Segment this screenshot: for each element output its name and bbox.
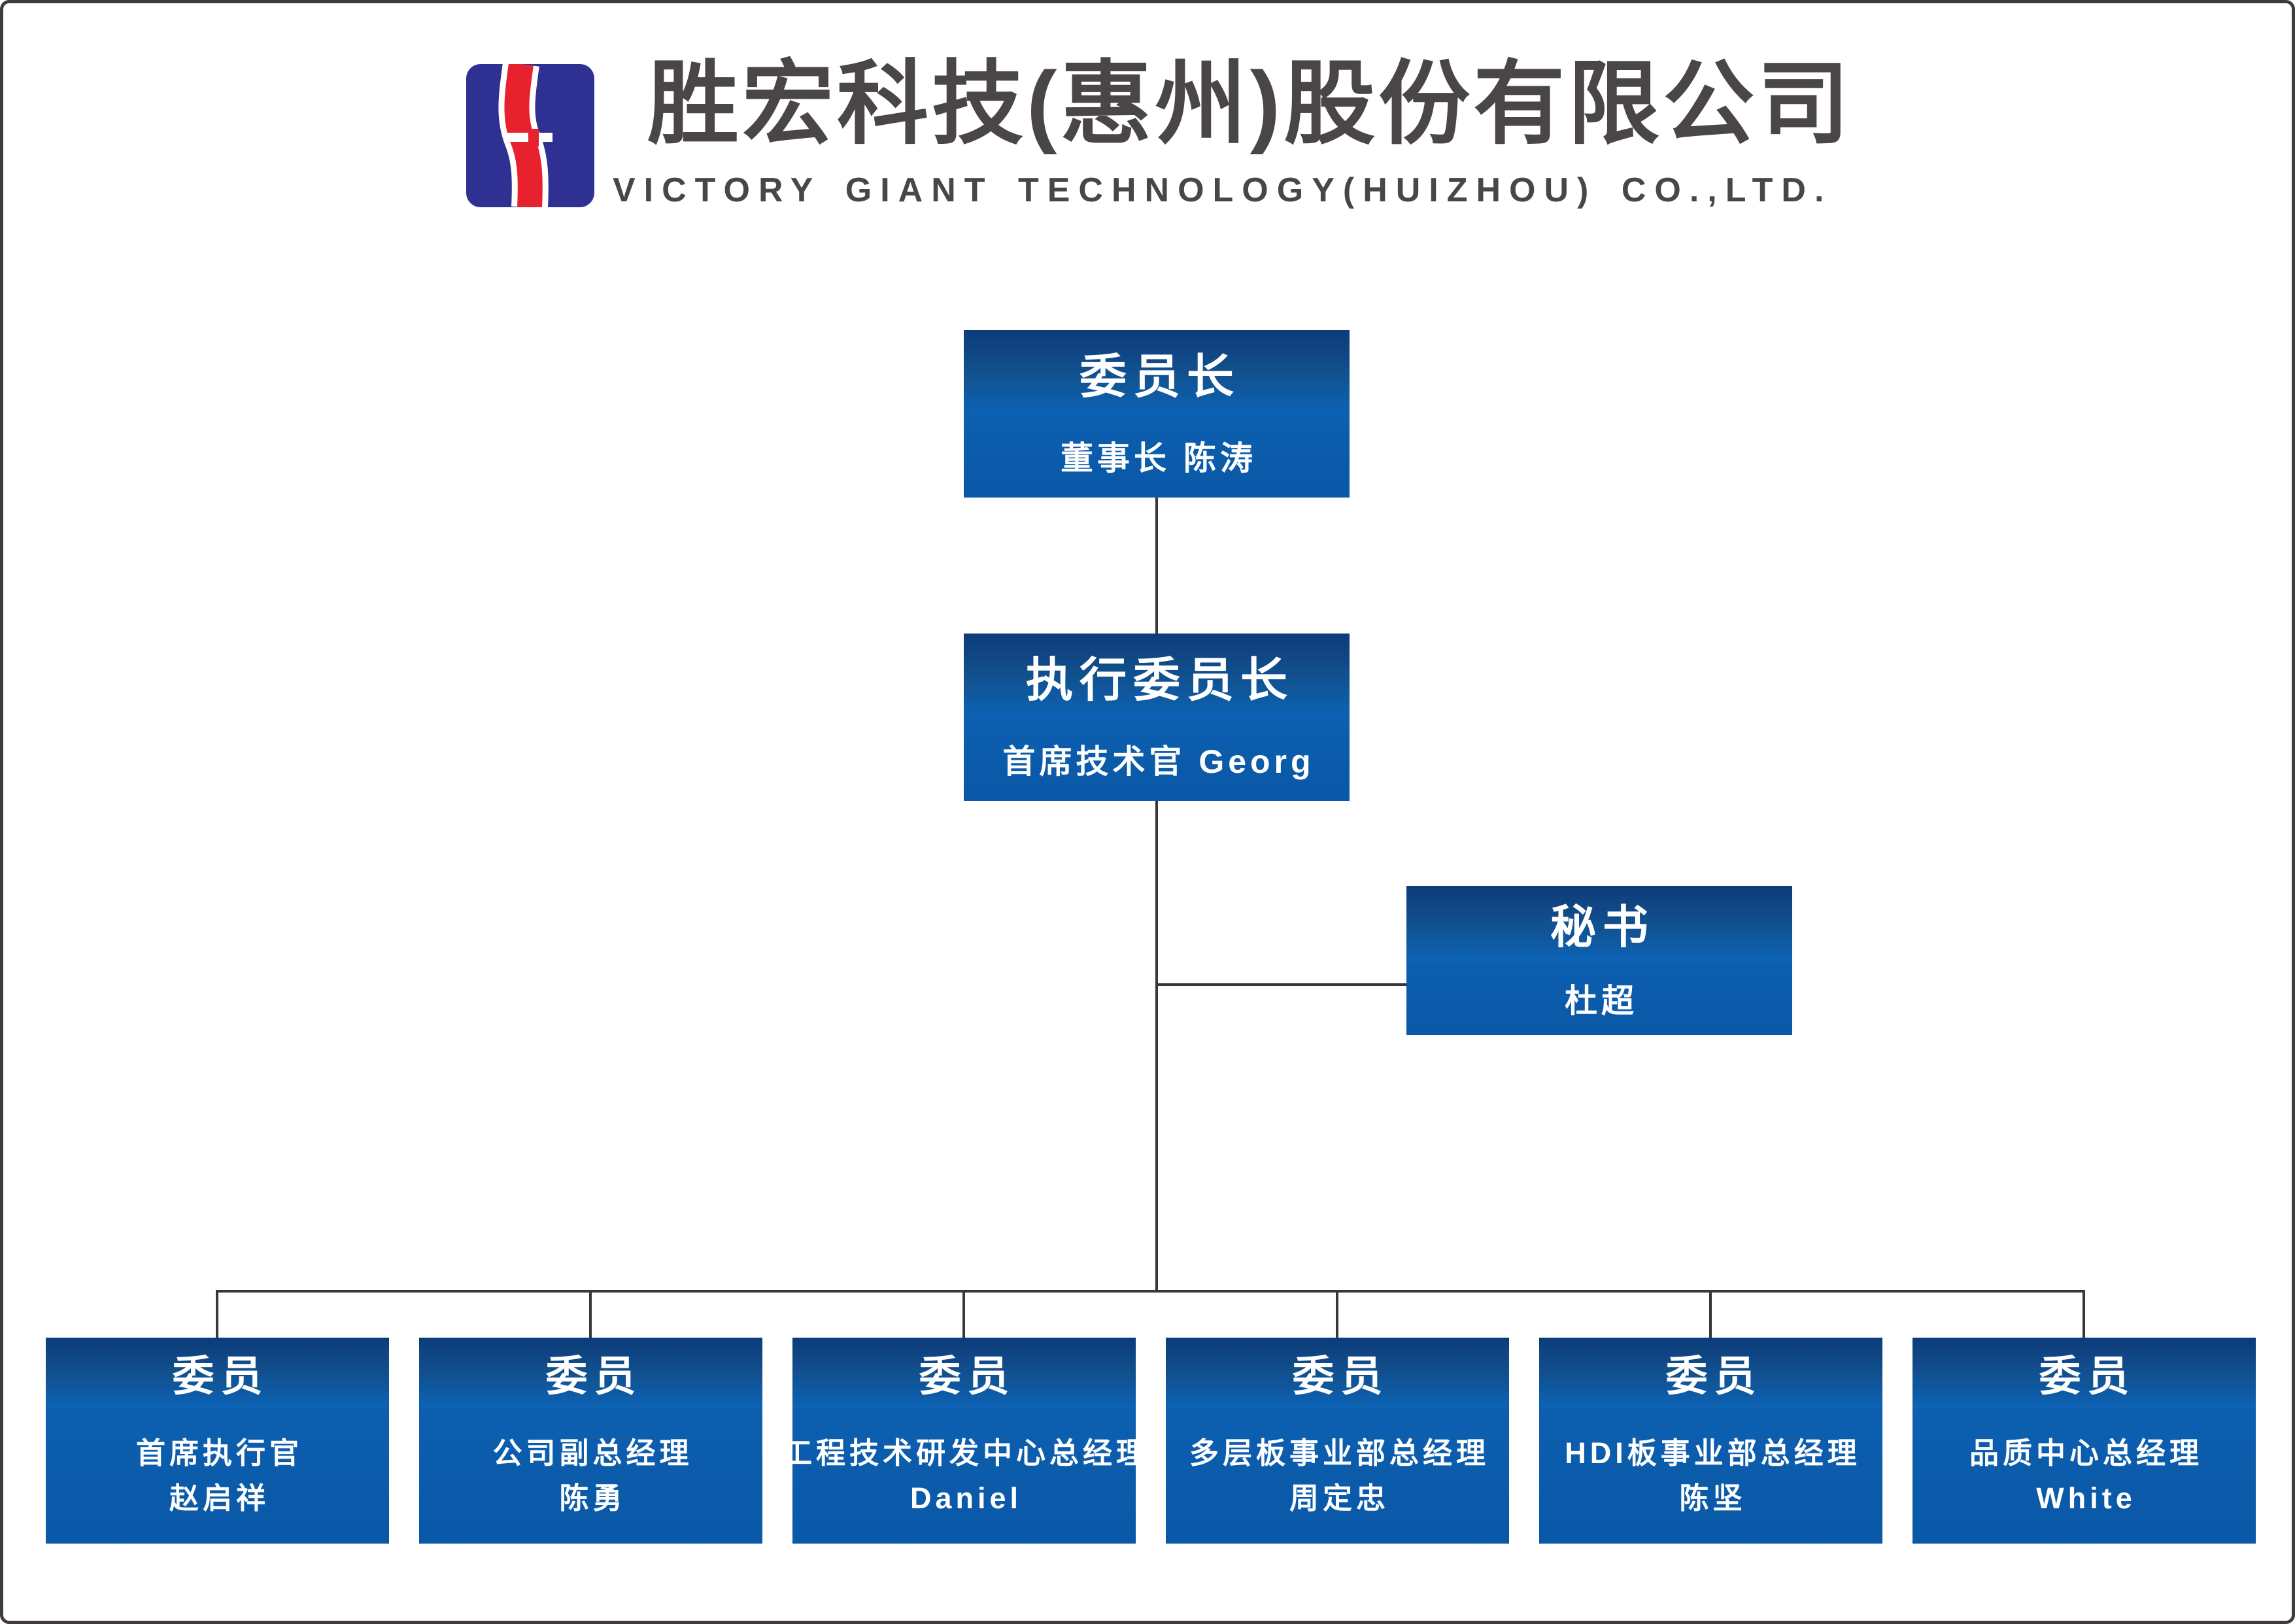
member-body: 工程技术研发中心总经理 Daniel xyxy=(783,1408,1146,1544)
member-role: 工程技术研发中心总经理 xyxy=(783,1436,1150,1470)
member-person: White xyxy=(2036,1481,2136,1515)
member-person: 周定忠 xyxy=(1289,1481,1389,1515)
connector-branch-to-secretary xyxy=(1157,983,1406,986)
member-body: 品质中心总经理 White xyxy=(1912,1408,2256,1544)
member-person: 赵启祥 xyxy=(169,1481,269,1515)
secretary-title: 秘书 xyxy=(1406,886,1792,961)
company-name-en: VICTORY GIANT TECHNOLOGY(HUIZHOU) CO.,LT… xyxy=(613,171,1833,209)
node-member-rnd-center-gm: 委员 工程技术研发中心总经理 Daniel xyxy=(783,1338,1146,1544)
member-title: 委员 xyxy=(46,1338,389,1408)
secretary-subtitle: 杜超 xyxy=(1406,961,1792,1035)
node-member-quality-gm: 委员 品质中心总经理 White xyxy=(1912,1338,2256,1544)
connector-drop-member-5 xyxy=(1709,1291,1712,1338)
node-member-hdi-gm: 委员 HDI板事业部总经理 陈坚 xyxy=(1539,1338,1882,1544)
executive-chairman-title: 执行委员长 xyxy=(964,634,1350,717)
connector-exec-to-rail xyxy=(1155,801,1158,1293)
chairman-title: 委员长 xyxy=(964,330,1350,414)
member-person: Daniel xyxy=(910,1481,1023,1515)
victory-giant-logo-icon xyxy=(466,64,594,207)
member-person: 陈勇 xyxy=(559,1481,626,1515)
member-body: HDI板事业部总经理 陈坚 xyxy=(1539,1408,1882,1544)
node-chairman: 委员长 董事长 陈涛 xyxy=(964,330,1350,498)
member-role: HDI板事业部总经理 xyxy=(1565,1436,1861,1470)
executive-chairman-subtitle: 首席技术官 Georg xyxy=(964,717,1350,801)
member-title: 委员 xyxy=(1912,1338,2256,1408)
connector-drop-member-2 xyxy=(589,1291,592,1338)
node-executive-chairman: 执行委员长 首席技术官 Georg xyxy=(964,634,1350,801)
member-body: 多层板事业部总经理 周定忠 xyxy=(1166,1408,1509,1544)
member-body: 公司副总经理 陈勇 xyxy=(419,1408,762,1544)
connector-drop-member-4 xyxy=(1336,1291,1338,1338)
node-member-multilayer-gm: 委员 多层板事业部总经理 周定忠 xyxy=(1166,1338,1509,1544)
node-member-ceo: 委员 首席执行官 赵启祥 xyxy=(46,1338,389,1544)
connector-members-rail xyxy=(216,1290,2085,1293)
member-role: 品质中心总经理 xyxy=(1969,1436,2203,1470)
node-secretary: 秘书 杜超 xyxy=(1406,886,1792,1035)
connector-drop-member-6 xyxy=(2082,1291,2085,1338)
member-role: 首席执行官 xyxy=(135,1436,303,1470)
member-title: 委员 xyxy=(1539,1338,1882,1408)
node-member-deputy-gm: 委员 公司副总经理 陈勇 xyxy=(419,1338,762,1544)
member-title: 委员 xyxy=(792,1338,1136,1408)
member-person: 陈坚 xyxy=(1679,1481,1746,1515)
chairman-subtitle: 董事长 陈涛 xyxy=(964,414,1350,498)
member-body: 首席执行官 赵启祥 xyxy=(46,1408,389,1544)
member-role: 多层板事业部总经理 xyxy=(1189,1436,1489,1470)
member-title: 委员 xyxy=(1166,1338,1509,1408)
company-name-zh: 胜宏科技(惠州)股份有限公司 xyxy=(647,52,1853,155)
member-title: 委员 xyxy=(419,1338,762,1408)
connector-chairman-to-exec xyxy=(1155,498,1158,634)
connector-drop-member-1 xyxy=(216,1291,218,1338)
member-role: 公司副总经理 xyxy=(492,1436,693,1470)
connector-drop-member-3 xyxy=(962,1291,965,1338)
